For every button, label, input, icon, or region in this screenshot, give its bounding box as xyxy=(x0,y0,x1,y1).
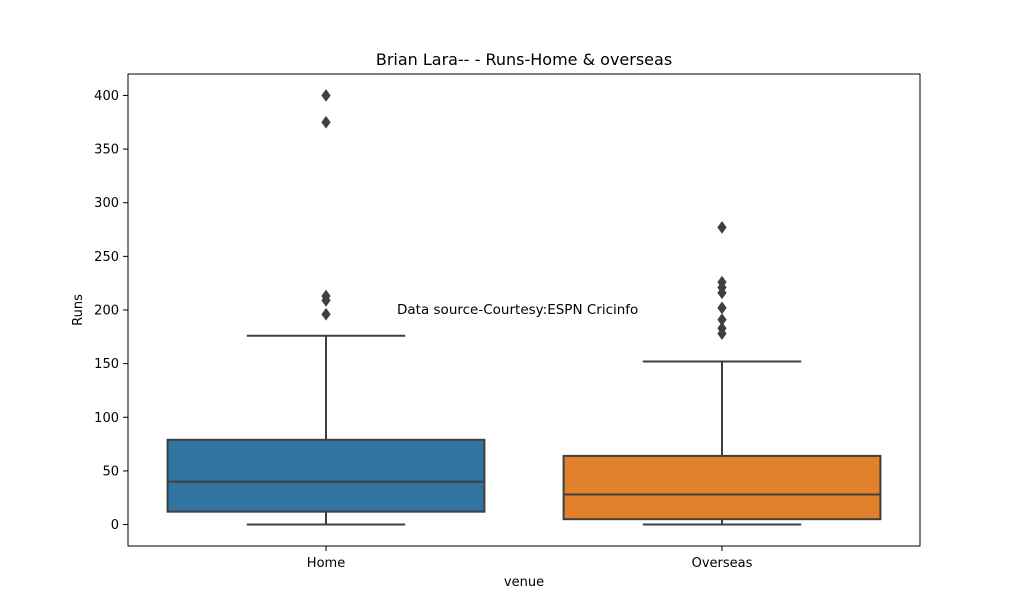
y-tick-label: 350 xyxy=(94,143,119,158)
outlier-point xyxy=(717,327,727,340)
outlier-point xyxy=(321,293,331,307)
iqr-box xyxy=(166,438,486,513)
x-axis-label: venue xyxy=(504,575,544,590)
iqr-box xyxy=(562,454,882,521)
chart-title: Brian Lara-- - Runs-Home & overseas xyxy=(376,50,672,69)
outlier-point xyxy=(717,301,727,315)
y-tick-label: 250 xyxy=(94,250,119,265)
box-home xyxy=(166,89,486,526)
y-axis-label: Runs xyxy=(71,294,86,326)
outlier-point xyxy=(717,221,727,234)
y-tick-label: 300 xyxy=(94,196,119,211)
box-overseas xyxy=(562,221,882,526)
y-tick-label: 200 xyxy=(94,304,119,319)
y-tick-label: 50 xyxy=(102,464,119,479)
outlier-point xyxy=(321,307,331,321)
y-tick-label: 100 xyxy=(94,411,119,426)
outlier-point xyxy=(717,286,727,300)
outlier-point xyxy=(321,115,331,129)
y-tick-label: 150 xyxy=(94,357,119,372)
x-tick-label: Overseas xyxy=(692,556,753,571)
outlier-point xyxy=(321,89,331,102)
data-source-annotation: Data source-Courtesy:ESPN Cricinfo xyxy=(397,302,638,318)
x-tick-label: Home xyxy=(307,556,345,571)
y-tick-label: 400 xyxy=(94,89,119,104)
y-tick-label: 0 xyxy=(111,518,119,533)
